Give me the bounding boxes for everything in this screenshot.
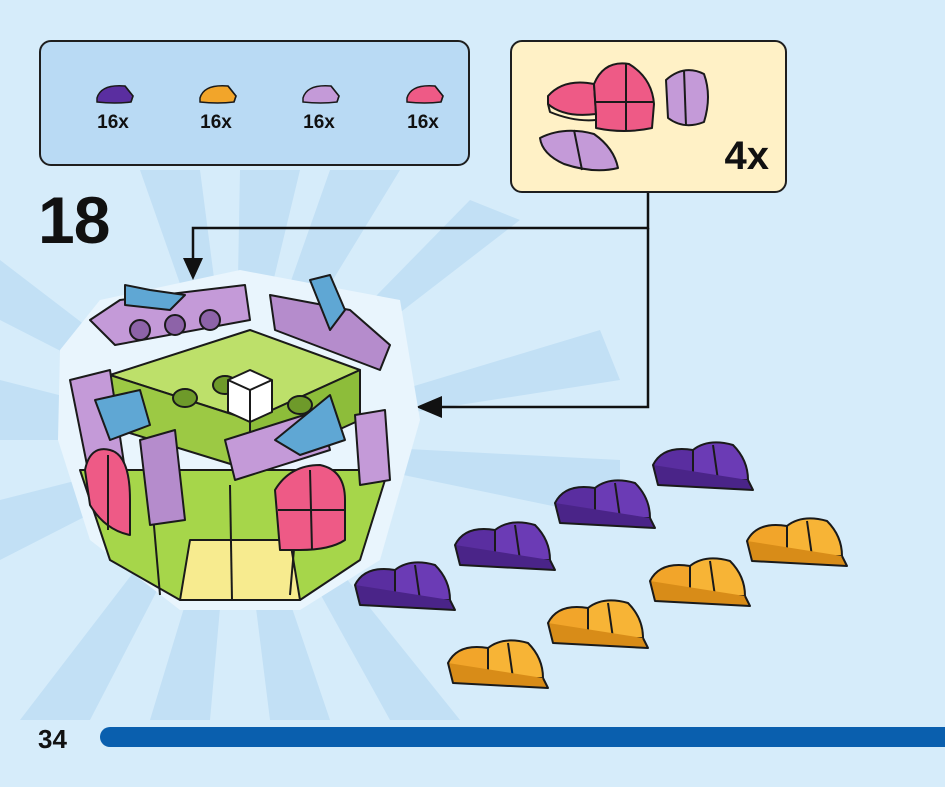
callout-arrow: [191, 193, 650, 409]
part-count: 16x: [200, 112, 232, 133]
arrowhead-left: [416, 396, 442, 418]
flower-model: [58, 270, 420, 610]
page-footer-bar: [100, 727, 945, 747]
pink-quarter-tile-icon: [406, 85, 444, 104]
parts-list-callout: 16x 16x 16x 16x: [39, 40, 470, 166]
part-dark-purple-tile: 16x: [73, 42, 153, 168]
part-pink-tile: 16x: [383, 42, 463, 168]
sub-assembly-callout: 4x: [510, 40, 787, 193]
part-count: 16x: [303, 112, 335, 133]
step-number: 18: [38, 183, 110, 257]
sub-assembly-multiplier: 4x: [724, 134, 770, 178]
page-number: 34: [38, 724, 67, 754]
lavender-quarter-tile-icon: [302, 85, 340, 104]
loose-orange-tiles: [447, 517, 848, 689]
part-lavender-tile: 16x: [279, 42, 359, 168]
part-orange-tile: 16x: [176, 42, 256, 168]
loose-purple-tiles: [354, 441, 754, 611]
part-count: 16x: [97, 112, 129, 133]
part-count: 16x: [407, 112, 439, 133]
flower-petal-subassembly-icon: [539, 62, 709, 172]
orange-quarter-tile-icon: [199, 85, 237, 104]
arrowhead-down: [183, 258, 203, 280]
dark-purple-quarter-tile-icon: [96, 85, 134, 104]
